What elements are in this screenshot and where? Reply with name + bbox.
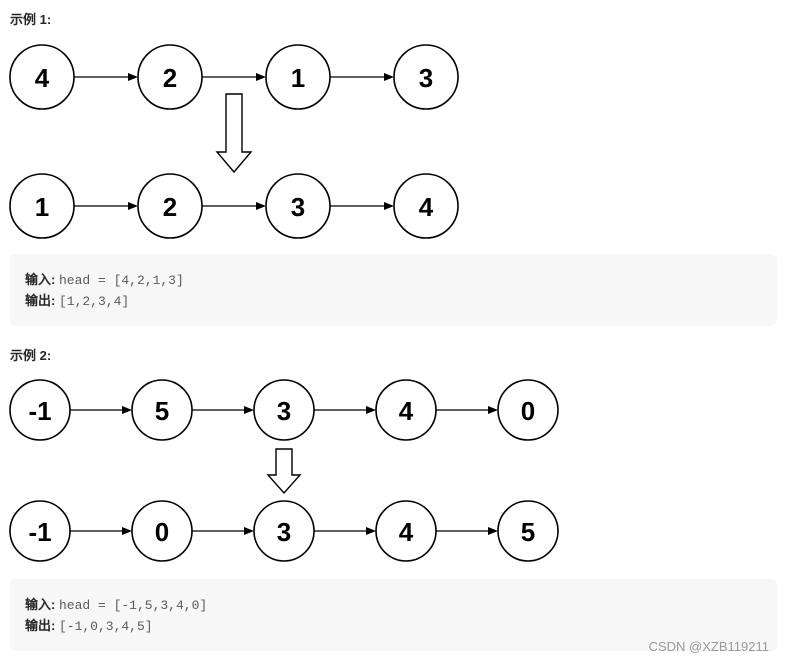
output-label: 输出: bbox=[25, 293, 56, 308]
list-node bbox=[497, 500, 559, 562]
list-node bbox=[375, 379, 437, 441]
list-node bbox=[9, 379, 71, 441]
arrowhead bbox=[128, 73, 138, 81]
arrowhead bbox=[122, 406, 132, 414]
list-node bbox=[253, 500, 315, 562]
node-value: 4 bbox=[35, 63, 50, 93]
output-value: [-1,0,3,4,5] bbox=[58, 619, 153, 634]
list-node bbox=[131, 379, 193, 441]
node-value: -1 bbox=[28, 517, 51, 547]
list-node bbox=[375, 500, 437, 562]
list-node bbox=[131, 500, 193, 562]
list-node bbox=[9, 173, 75, 239]
example-1-title: 示例 1: bbox=[10, 12, 52, 27]
input-value: head = [-1,5,3,4,0] bbox=[58, 598, 208, 613]
arrowhead bbox=[128, 202, 138, 210]
linked-list-after: -1 0 3 4 5 bbox=[9, 500, 559, 562]
node-value: 2 bbox=[163, 192, 177, 222]
node-value: 0 bbox=[521, 396, 535, 426]
linked-list-before: -1 5 3 4 0 bbox=[9, 379, 559, 441]
arrowhead bbox=[366, 527, 376, 535]
node-value: 3 bbox=[277, 396, 291, 426]
arrowhead bbox=[244, 406, 254, 414]
node-value: -1 bbox=[28, 396, 51, 426]
arrowhead bbox=[366, 406, 376, 414]
example-2-title: 示例 2: bbox=[10, 348, 52, 363]
input-label: 输入: bbox=[25, 272, 56, 287]
example-1-output-line: 输出: [1,2,3,4] bbox=[25, 291, 762, 312]
list-node bbox=[393, 44, 459, 110]
arrowhead bbox=[256, 73, 266, 81]
arrowhead bbox=[122, 527, 132, 535]
node-value: 4 bbox=[419, 192, 434, 222]
list-node bbox=[253, 379, 315, 441]
arrowhead bbox=[384, 73, 394, 81]
node-value: 4 bbox=[399, 396, 414, 426]
example-1-diagram: 4 2 1 3 1 2 3 4 bbox=[9, 44, 459, 239]
sort-down-arrow-icon bbox=[215, 93, 253, 174]
linked-list-before: 4 2 1 3 bbox=[9, 44, 459, 110]
node-value: 2 bbox=[163, 63, 177, 93]
node-value: 3 bbox=[419, 63, 433, 93]
node-value: 5 bbox=[521, 517, 535, 547]
node-value: 1 bbox=[35, 192, 49, 222]
arrowhead bbox=[384, 202, 394, 210]
example-1-code-block: 输入: head = [4,2,1,3] 输出: [1,2,3,4] bbox=[10, 254, 777, 326]
list-node bbox=[393, 173, 459, 239]
watermark: CSDN @XZB119211 bbox=[648, 639, 769, 654]
list-node bbox=[137, 44, 203, 110]
input-value: head = [4,2,1,3] bbox=[58, 273, 184, 288]
example-2-diagram: -1 5 3 4 0 -1 0 3 4 5 bbox=[9, 379, 559, 562]
example-1-input-line: 输入: head = [4,2,1,3] bbox=[25, 270, 762, 291]
list-node bbox=[497, 379, 559, 441]
arrowhead bbox=[488, 406, 498, 414]
list-node bbox=[265, 173, 331, 239]
input-label: 输入: bbox=[25, 597, 56, 612]
arrowhead bbox=[256, 202, 266, 210]
list-node bbox=[9, 500, 71, 562]
node-value: 4 bbox=[399, 517, 414, 547]
example-2-code-block: 输入: head = [-1,5,3,4,0] 输出: [-1,0,3,4,5] bbox=[10, 579, 777, 651]
sort-down-arrow-icon bbox=[266, 448, 302, 495]
node-value: 3 bbox=[291, 192, 305, 222]
output-value: [1,2,3,4] bbox=[58, 294, 130, 309]
node-value: 1 bbox=[291, 63, 305, 93]
list-node bbox=[9, 44, 75, 110]
node-value: 5 bbox=[155, 396, 169, 426]
node-value: 0 bbox=[155, 517, 169, 547]
linked-list-after: 1 2 3 4 bbox=[9, 173, 459, 239]
example-2-output-line: 输出: [-1,0,3,4,5] bbox=[25, 616, 762, 637]
arrowhead bbox=[244, 527, 254, 535]
node-value: 3 bbox=[277, 517, 291, 547]
list-node bbox=[137, 173, 203, 239]
list-node bbox=[265, 44, 331, 110]
example-2-input-line: 输入: head = [-1,5,3,4,0] bbox=[25, 595, 762, 616]
output-label: 输出: bbox=[25, 618, 56, 633]
arrowhead bbox=[488, 527, 498, 535]
